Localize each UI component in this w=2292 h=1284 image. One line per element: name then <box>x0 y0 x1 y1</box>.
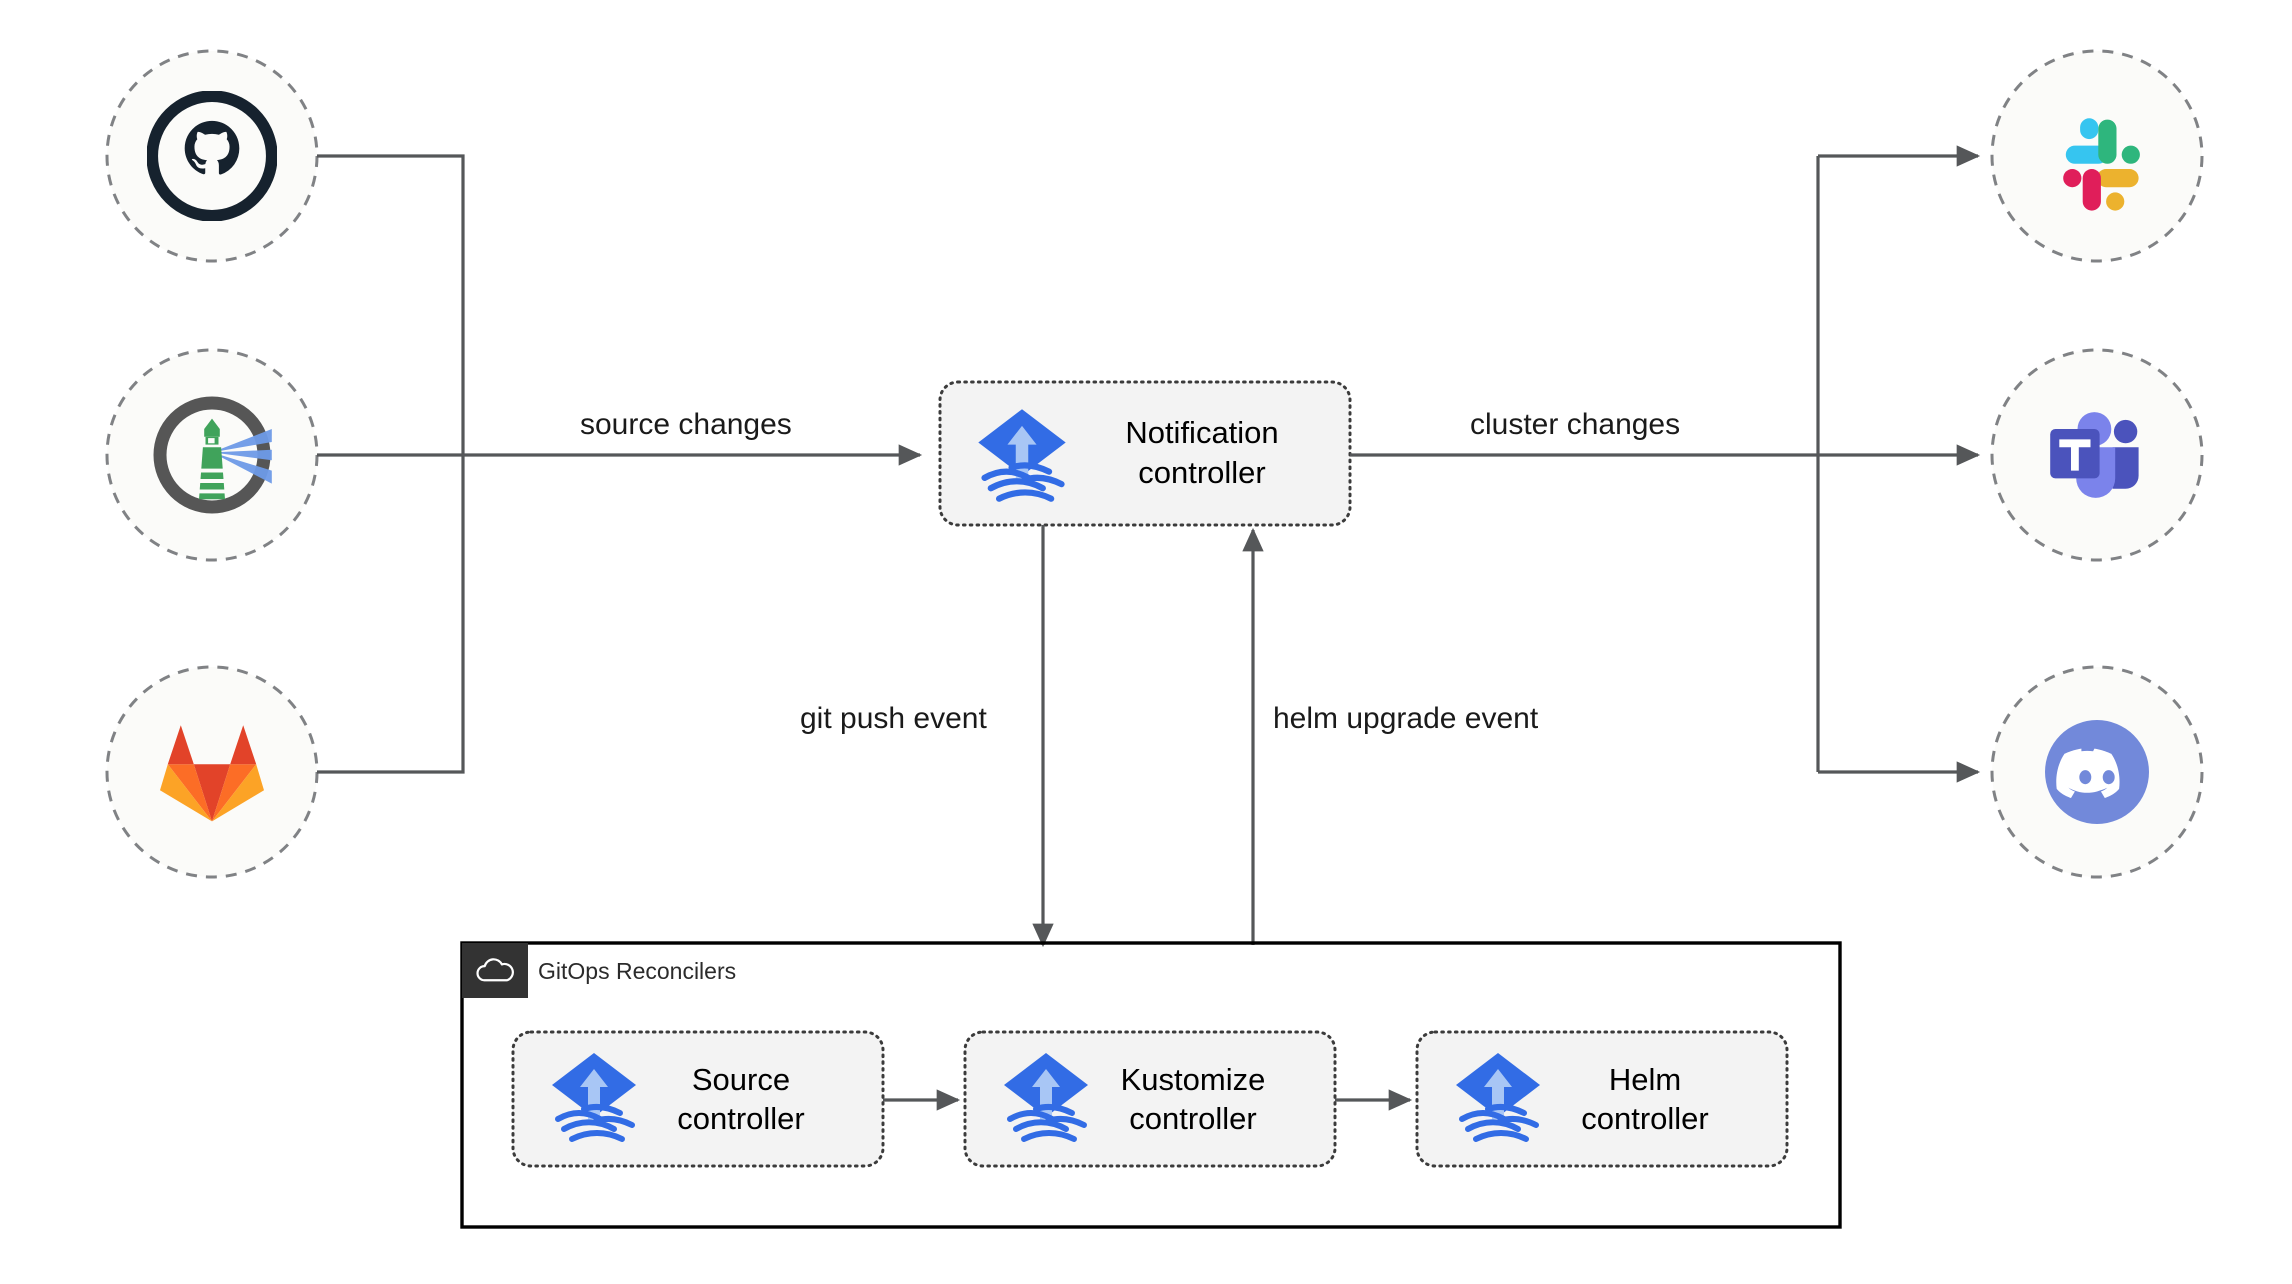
gitops-reconcilers-group: GitOps Reconcilers Source controller Kus… <box>460 941 1842 1229</box>
discord-icon <box>2045 720 2149 824</box>
helm-controller-node[interactable]: Helm controller <box>1415 1030 1789 1168</box>
helm-controller-label-line1: Helm <box>1609 1062 1681 1097</box>
destination-node-slack[interactable] <box>1990 49 2204 263</box>
source-controller-label-line2: controller <box>677 1101 805 1136</box>
gitops-reconcilers-label: GitOps Reconcilers <box>538 958 736 984</box>
helm-controller-label-line2: controller <box>1581 1101 1709 1136</box>
destination-node-discord[interactable] <box>1990 665 2204 879</box>
source-node-gitlab[interactable] <box>105 665 319 879</box>
edge-notification-to-destinations <box>1350 145 1981 783</box>
source-controller-label-line1: Source <box>692 1062 790 1097</box>
notification-controller-label-line1: Notification <box>1125 415 1278 450</box>
destination-node-teams[interactable] <box>1990 348 2204 562</box>
notification-controller-label-line2: controller <box>1138 455 1266 490</box>
notification-controller-node[interactable]: Notification controller <box>938 380 1352 527</box>
edge-sources-to-notification <box>317 154 923 774</box>
group-icon-background <box>462 943 528 998</box>
kustomize-controller-label-line1: Kustomize <box>1121 1062 1266 1097</box>
edge-label-source-changes: source changes <box>580 408 792 441</box>
kustomize-controller-label-line2: controller <box>1129 1101 1257 1136</box>
source-controller-node[interactable]: Source controller <box>511 1030 885 1168</box>
source-node-github[interactable] <box>105 49 319 263</box>
source-node-flux[interactable] <box>105 348 319 562</box>
edge-label-git-push-event: git push event <box>800 702 987 735</box>
edge-label-helm-upgrade-event: helm upgrade event <box>1273 702 1539 735</box>
edge-label-cluster-changes: cluster changes <box>1470 408 1680 441</box>
kustomize-controller-node[interactable]: Kustomize controller <box>963 1030 1337 1168</box>
